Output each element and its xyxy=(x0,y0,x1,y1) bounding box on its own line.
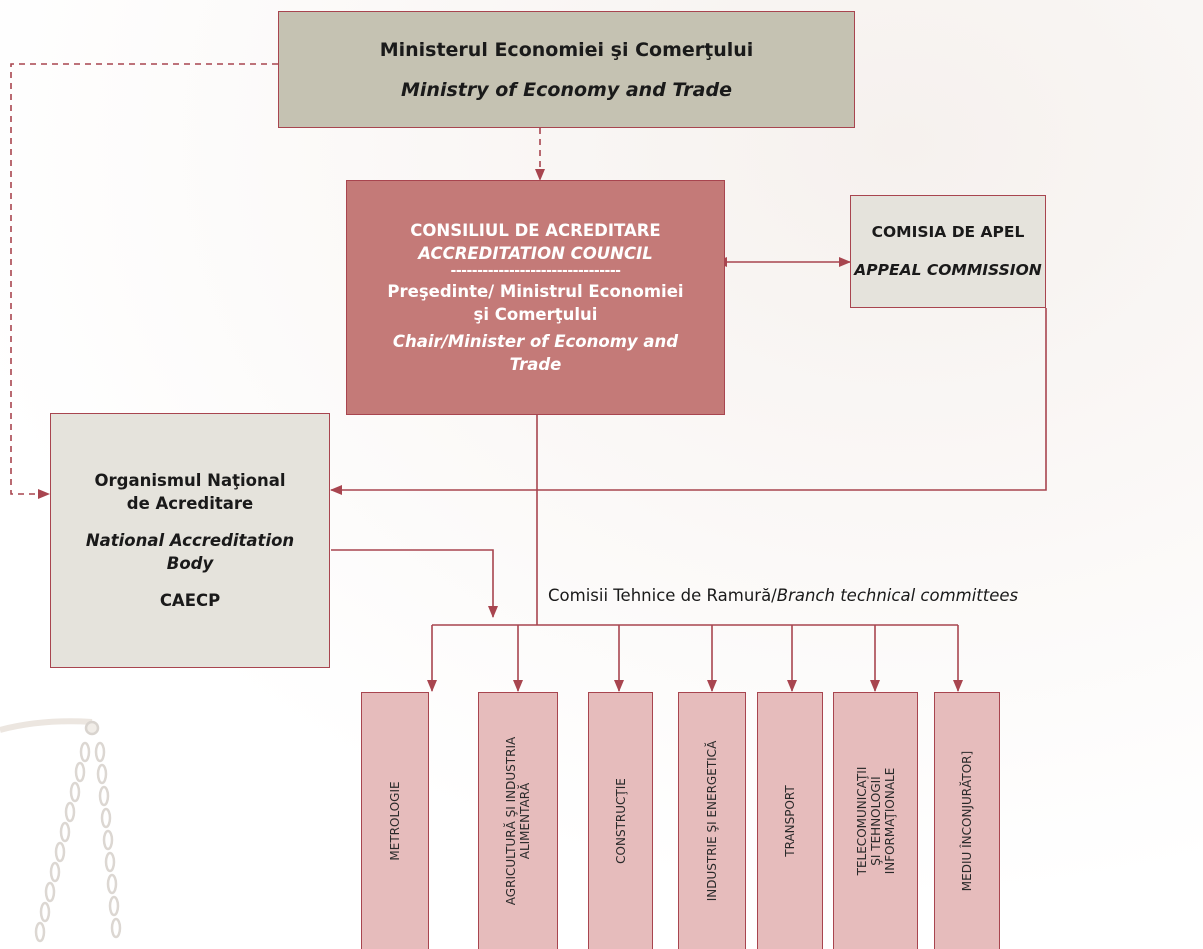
council-name-en: ACCREDITATION COUNCIL xyxy=(418,244,653,263)
council-chair-ro-line2: şi Comerţului xyxy=(473,305,598,324)
ona-acronym: CAECP xyxy=(159,591,221,610)
council-chair-ro-line1: Preşedinte/ Ministrul Economiei xyxy=(387,282,684,301)
appeal-name-en: APPEAL COMMISSION xyxy=(854,261,1042,279)
branch-label-ro: Comisii Tehnice de Ramură/ xyxy=(548,586,777,605)
national-accreditation-body-box: Organismul Naţional de Acreditare Nation… xyxy=(50,413,330,668)
ministry-name-ro: Ministerul Economiei şi Comerţului xyxy=(379,38,754,61)
committee-label: MEDIU ÎNCONJURĂTOR] xyxy=(960,750,974,892)
link-appeal-ona xyxy=(330,308,1047,495)
branch-committees-label: Comisii Tehnice de Ramură/Branch technic… xyxy=(548,585,1018,607)
council-name-ro: CONSILIUL DE ACREDITARE xyxy=(410,221,661,240)
ona-name-ro-line1: Organismul Naţional xyxy=(94,471,286,490)
appeal-commission-box: COMISIA DE APEL APPEAL COMMISSION xyxy=(850,195,1046,308)
ministry-box: Ministerul Economiei şi Comerţului Minis… xyxy=(278,11,855,128)
branch-label-en: Branch technical committees xyxy=(776,586,1019,605)
committee-label: TELECOMUNICAŢII xyxy=(854,766,869,876)
council-chair-en-line2: Trade xyxy=(509,355,562,374)
committee-label: AGRICULTURĂ ŞI INDUSTRIA xyxy=(504,736,518,906)
link-ona-committees xyxy=(331,549,498,618)
committee-industrie: INDUSTRIE ŞI ENERGETICĂ xyxy=(678,692,746,949)
ona-name-ro-line2: de Acreditare xyxy=(126,494,254,513)
link-ministry-ona xyxy=(10,63,278,499)
committee-mediu: MEDIU ÎNCONJURĂTOR] xyxy=(934,692,1000,949)
committee-label: INDUSTRIE ŞI ENERGETICĂ xyxy=(705,740,719,902)
committee-transport: TRANSPORT xyxy=(757,692,823,949)
committee-constructie: CONSTRUCŢIE xyxy=(588,692,653,949)
committee-metrologie: METROLOGIE xyxy=(361,692,429,949)
council-divider: -------------------------------- xyxy=(450,263,621,279)
committee-label: CONSTRUCŢIE xyxy=(613,778,628,864)
ona-name-en-line2: Body xyxy=(166,554,214,573)
committee-label: TRANSPORT xyxy=(783,785,797,857)
accreditation-council-box: CONSILIUL DE ACREDITARE ACCREDITATION CO… xyxy=(346,180,725,415)
ministry-name-en: Ministry of Economy and Trade xyxy=(401,78,732,101)
chain-decoration-icon xyxy=(0,718,122,943)
appeal-name-ro: COMISIA DE APEL xyxy=(871,223,1025,241)
ona-name-en-line1: National Accreditation xyxy=(85,531,295,550)
council-chair-en-line1: Chair/Minister of Economy and xyxy=(392,332,679,351)
committee-label: METROLOGIE xyxy=(388,781,402,861)
